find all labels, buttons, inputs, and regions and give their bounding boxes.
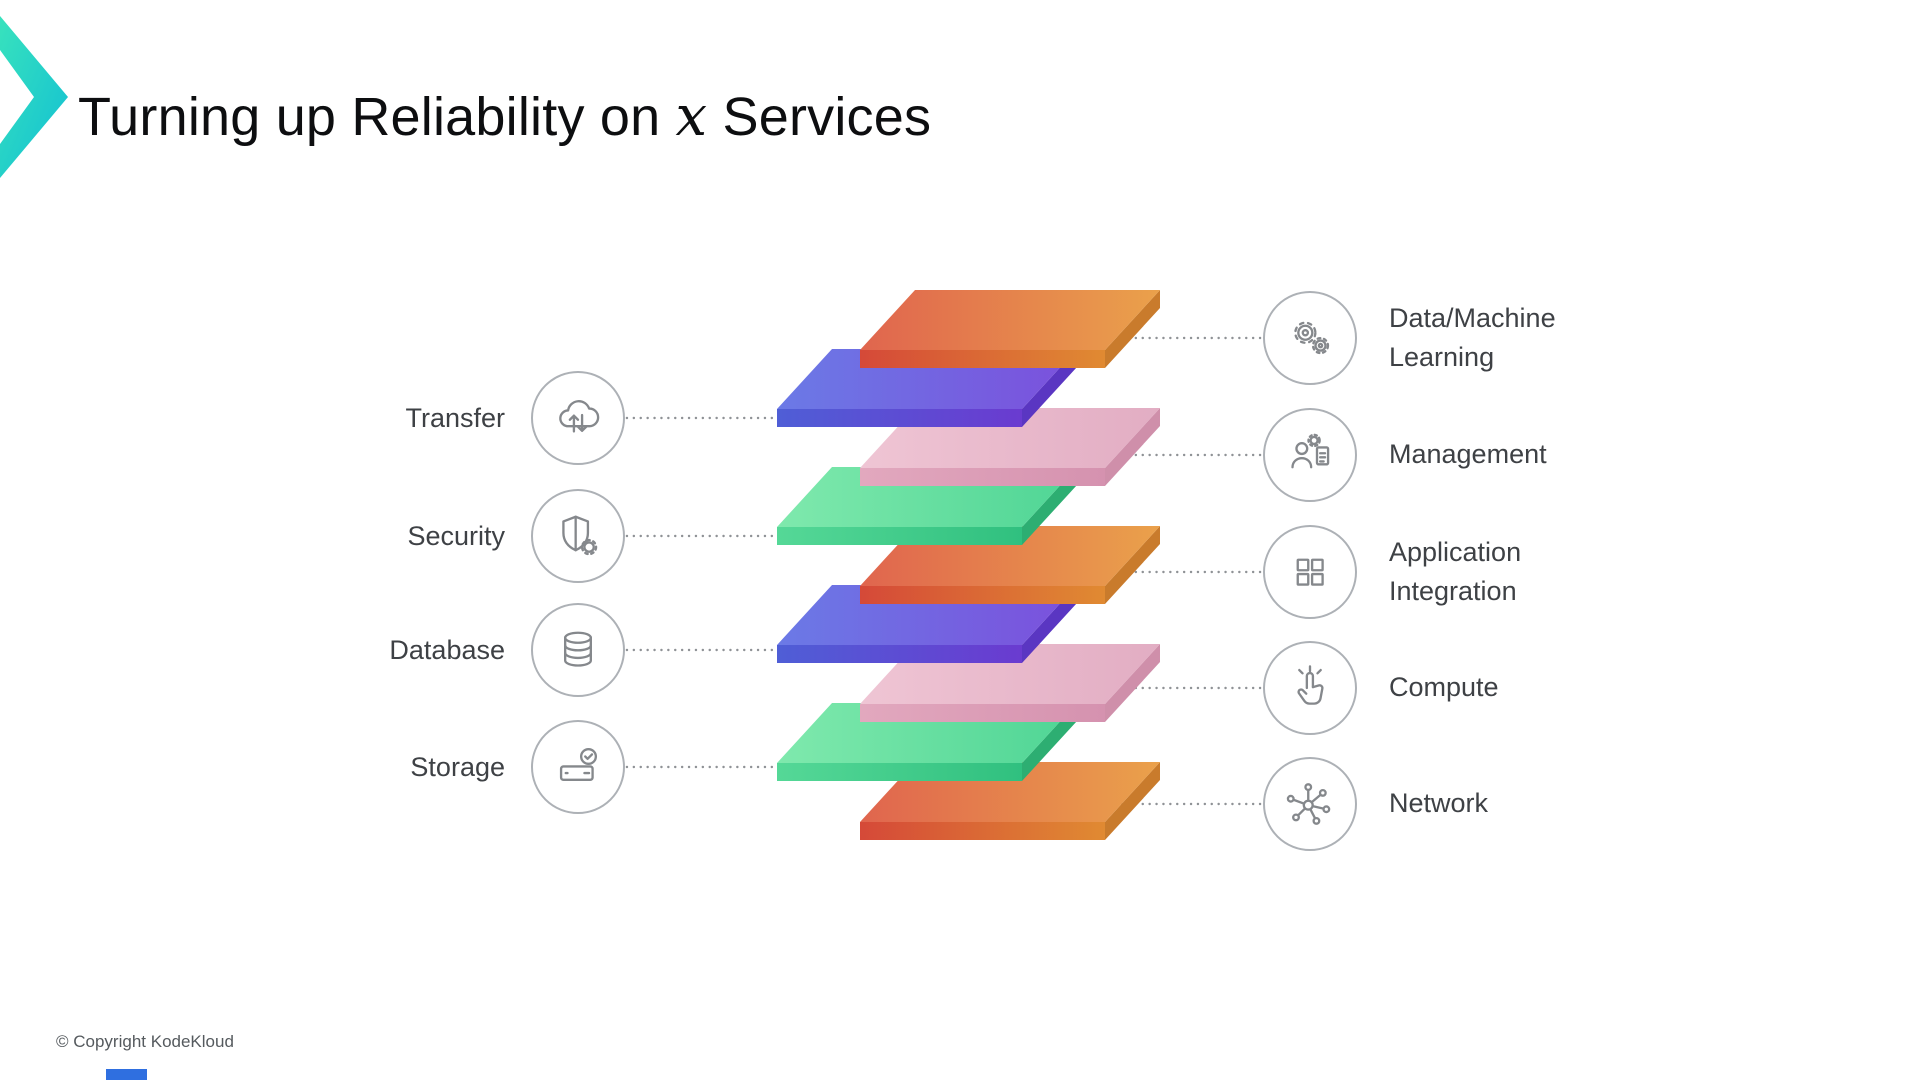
left-item-transfer: Transfer	[405, 371, 625, 465]
left-item-database: Database	[389, 603, 625, 697]
compute-hand-tap-icon	[1263, 641, 1357, 735]
right-item-network: Network	[1263, 757, 1488, 851]
transfer-label: Transfer	[405, 402, 505, 433]
network-label: Network	[1389, 784, 1488, 823]
application-integration-label: Application Integration	[1389, 533, 1521, 611]
security-shield-gear-icon	[531, 489, 625, 583]
transfer-cloud-arrows-icon	[531, 371, 625, 465]
right-item-application-integration: Application Integration	[1263, 525, 1521, 619]
label-line-1: Management	[1389, 439, 1547, 470]
storage-drive-check-icon	[531, 720, 625, 814]
label-line-1: Compute	[1389, 672, 1499, 703]
security-label: Security	[407, 520, 505, 551]
right-item-compute: Compute	[1263, 641, 1499, 735]
left-item-security: Security	[407, 489, 625, 583]
label-line-1: Network	[1389, 788, 1489, 819]
copyright-text: © Copyright KodeKloud	[56, 1032, 234, 1051]
right-item-management: Management	[1263, 408, 1547, 502]
storage-label: Storage	[410, 751, 505, 782]
right-item-data-machine-learning: Data/Machine Learning	[1263, 291, 1556, 385]
connector-lines	[618, 336, 1272, 806]
compute-label: Compute	[1389, 668, 1499, 707]
left-item-storage: Storage	[410, 720, 625, 814]
label-line-2: Integration	[1389, 576, 1517, 606]
network-nodes-icon	[1263, 757, 1357, 851]
database-cylinder-icon	[531, 603, 625, 697]
database-label: Database	[389, 634, 505, 665]
management-person-clipboard-icon	[1263, 408, 1357, 502]
title-emphasis-x: x	[675, 84, 708, 149]
stack-layer-1-orange	[860, 290, 1160, 368]
label-line-1: Application	[1389, 536, 1522, 567]
application-integration-grid-icon	[1263, 525, 1357, 619]
machine-learning-gears-icon	[1263, 291, 1357, 385]
label-line-2: Learning	[1389, 342, 1495, 372]
title-suffix: Services	[707, 87, 932, 147]
management-label: Management	[1389, 435, 1547, 474]
label-line-1: Data/Machine	[1389, 302, 1556, 333]
title-prefix: Turning up Reliability on	[78, 87, 676, 147]
accent-chevron-icon	[0, 16, 68, 178]
bottom-accent-bar	[106, 1069, 147, 1080]
data-machine-learning-label: Data/Machine Learning	[1389, 299, 1556, 377]
slide-title: Turning up Reliability on x Services	[78, 84, 931, 149]
